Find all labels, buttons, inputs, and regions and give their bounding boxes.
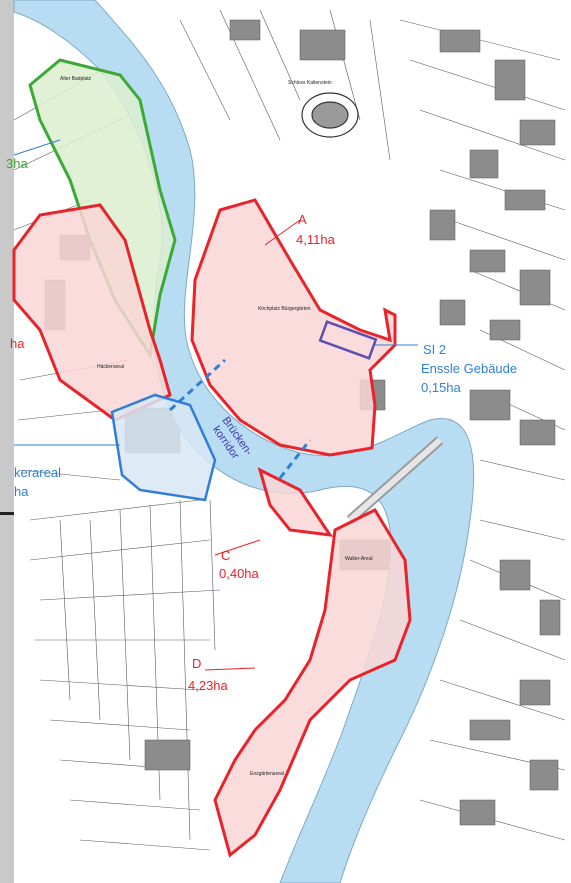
green-zone-area-partial: 3ha bbox=[6, 156, 28, 171]
leader-lines bbox=[204, 219, 301, 671]
red-zone-d bbox=[213, 508, 412, 858]
place-label-kirchplatz: Kirchplatz Bürgergärten bbox=[258, 306, 311, 312]
place-label-hackerareal: Häckerareal bbox=[97, 364, 124, 370]
left-frame-band bbox=[0, 0, 14, 883]
si2-area: 0,15ha bbox=[421, 380, 462, 395]
zone-d-area: 4,23ha bbox=[188, 678, 229, 693]
si2-description: Enssle Gebäude bbox=[421, 361, 517, 376]
place-label-walter: Walter-Areal bbox=[345, 556, 373, 562]
zone-d-name: D bbox=[192, 656, 201, 671]
blue-zone bbox=[110, 393, 217, 502]
edge-marker bbox=[0, 512, 14, 515]
si2-building-outline bbox=[318, 320, 378, 360]
red-zone-c bbox=[257, 467, 334, 537]
zone-c-area: 0,40ha bbox=[219, 566, 260, 581]
red-zone-left bbox=[12, 203, 172, 422]
zone-c-name: C bbox=[221, 548, 230, 563]
zone-a-name: A bbox=[298, 212, 307, 227]
blue-zone-area-partial: ha bbox=[14, 484, 29, 499]
bridge-corridor-line-lower bbox=[278, 439, 312, 479]
red-zone-a bbox=[190, 198, 397, 457]
left-red-zone-area-partial: ha bbox=[10, 336, 25, 351]
leader-lines-blue bbox=[13, 139, 418, 446]
zone-a-area: 4,11ha bbox=[296, 232, 336, 247]
place-label-enzgarten: Enzgärtenareal bbox=[250, 771, 284, 777]
bridge-corridor-line-upper bbox=[168, 358, 227, 412]
place-label-schloss: Schloss Kaltenstein bbox=[288, 80, 332, 86]
place-label-altes-bad: Alter Badplatz bbox=[60, 76, 92, 82]
blue-zone-name-partial: kerareal bbox=[14, 465, 61, 480]
si2-name: SI 2 bbox=[423, 342, 446, 357]
castle-ring bbox=[301, 92, 359, 138]
bridge-deck bbox=[348, 437, 442, 523]
